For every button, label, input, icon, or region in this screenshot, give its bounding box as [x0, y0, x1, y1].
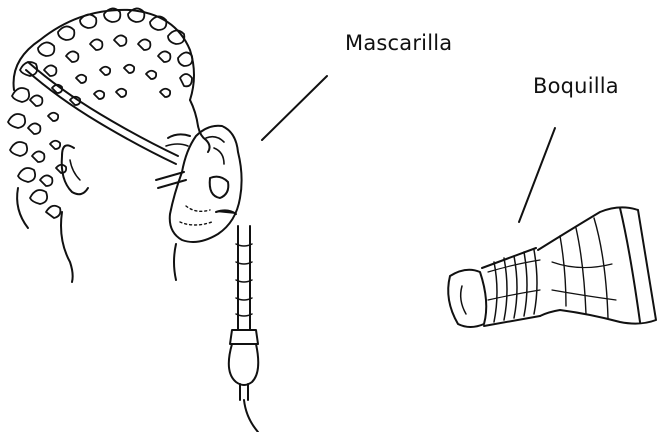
mouthpiece-pointer-line — [519, 128, 555, 222]
neck — [61, 212, 73, 282]
face-profile — [190, 100, 210, 152]
nebulizer-tube — [229, 226, 258, 432]
person-head-illustration — [8, 8, 210, 282]
mask-label: Mascarilla — [345, 31, 452, 55]
mouthpiece-label: Boquilla — [533, 74, 619, 98]
face-mask — [170, 126, 242, 242]
mask-pointer-line — [262, 76, 327, 140]
eye — [168, 134, 190, 138]
mask-strap — [26, 62, 186, 188]
mouthpiece — [448, 207, 656, 327]
